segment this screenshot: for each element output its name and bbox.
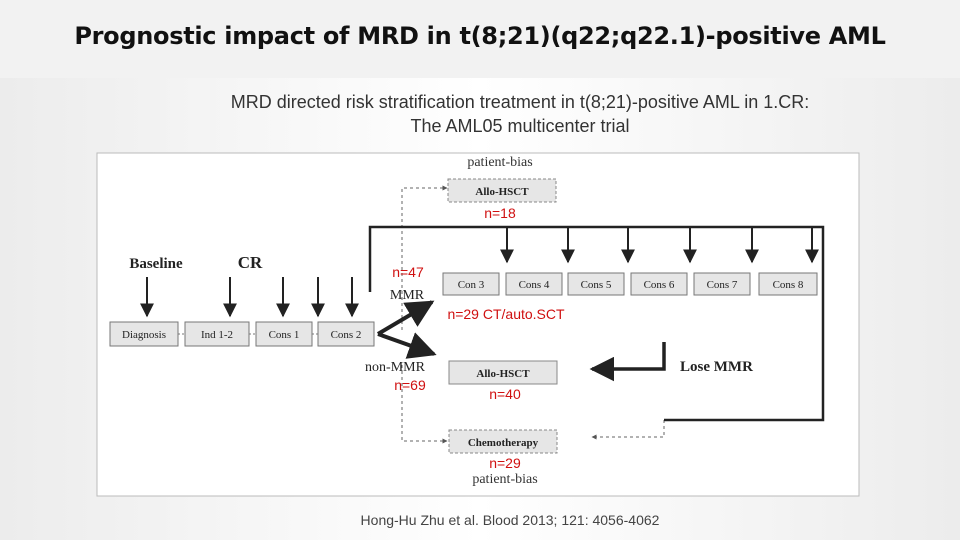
cons-chain: Con 3 Cons 4 Cons 5 Cons 6 Cons 7 Cons 8 xyxy=(442,272,818,296)
cons-box-8 xyxy=(758,272,818,296)
lose-mmr-label: Lose MMR xyxy=(680,359,753,375)
subtitle-line-1: MRD directed risk stratification treatme… xyxy=(230,92,810,112)
annotation-n47: n=47 xyxy=(392,264,424,280)
cons-label-8: Cons 8 xyxy=(773,279,804,291)
timeline: Diagnosis Ind 1-2 Cons 1 Cons 2 xyxy=(109,321,375,347)
cons-down-arrows xyxy=(500,227,819,264)
annotation-n18: n=18 xyxy=(484,205,516,221)
cons-box-4 xyxy=(505,272,563,296)
cons-label-7: Cons 7 xyxy=(707,279,738,291)
patient-bias-bottom-label: patient-bias xyxy=(472,472,537,487)
allo-hsct-top-label: Allo-HSCT xyxy=(475,186,529,198)
slide-title: Prognostic impact of MRD in t(8;21)(q22;… xyxy=(74,22,886,50)
mmr-label: MMR xyxy=(390,288,425,303)
cons-label-3: Con 3 xyxy=(458,279,485,291)
baseline-label: Baseline xyxy=(129,256,183,272)
timeline-label-diagnosis: Diagnosis xyxy=(122,329,166,341)
cons-box-7 xyxy=(693,272,751,296)
annotation-n69: n=69 xyxy=(394,377,426,393)
branch-arrow-mmr xyxy=(376,300,435,336)
annotation-n29-ct: n=29 CT/auto.SCT xyxy=(447,306,565,322)
dashed-route-bottom xyxy=(401,365,448,444)
allo-hsct-mid-box xyxy=(448,360,558,385)
allo-hsct-mid-label: Allo-HSCT xyxy=(476,368,530,380)
non-mmr-label: non-MMR xyxy=(365,360,426,375)
cons-box-6 xyxy=(630,272,688,296)
chemotherapy-box xyxy=(448,429,558,454)
chemotherapy-label: Chemotherapy xyxy=(468,437,539,449)
timeline-box-cons2 xyxy=(317,321,375,347)
citation: Hong-Hu Zhu et al. Blood 2013; 121: 4056… xyxy=(360,512,660,528)
timeline-label-cons2: Cons 2 xyxy=(331,329,362,341)
annotation-n40: n=40 xyxy=(489,386,521,402)
timeline-box-ind xyxy=(184,321,250,347)
branch-arrow-non-mmr xyxy=(377,332,437,359)
cons-box-3 xyxy=(442,272,500,296)
subtitle-line-2: The AML05 multicenter trial xyxy=(410,116,630,136)
patient-bias-top-label: patient-bias xyxy=(467,155,532,170)
cons-label-4: Cons 4 xyxy=(519,279,550,291)
cr-label: CR xyxy=(238,253,263,272)
allo-hsct-top-box xyxy=(447,178,557,203)
cons-box-5 xyxy=(567,272,625,296)
timeline-label-ind: Ind 1-2 xyxy=(201,329,233,341)
cons-label-6: Cons 6 xyxy=(644,279,675,291)
bracket-line xyxy=(368,225,825,422)
slide-subtitle: MRD directed risk stratification treatme… xyxy=(150,90,890,138)
timeline-label-cons1: Cons 1 xyxy=(269,329,300,341)
title-band xyxy=(0,0,960,78)
lose-mmr-arrow xyxy=(589,342,666,382)
annotation-n29: n=29 xyxy=(489,455,521,471)
cons-label-5: Cons 5 xyxy=(581,279,612,291)
